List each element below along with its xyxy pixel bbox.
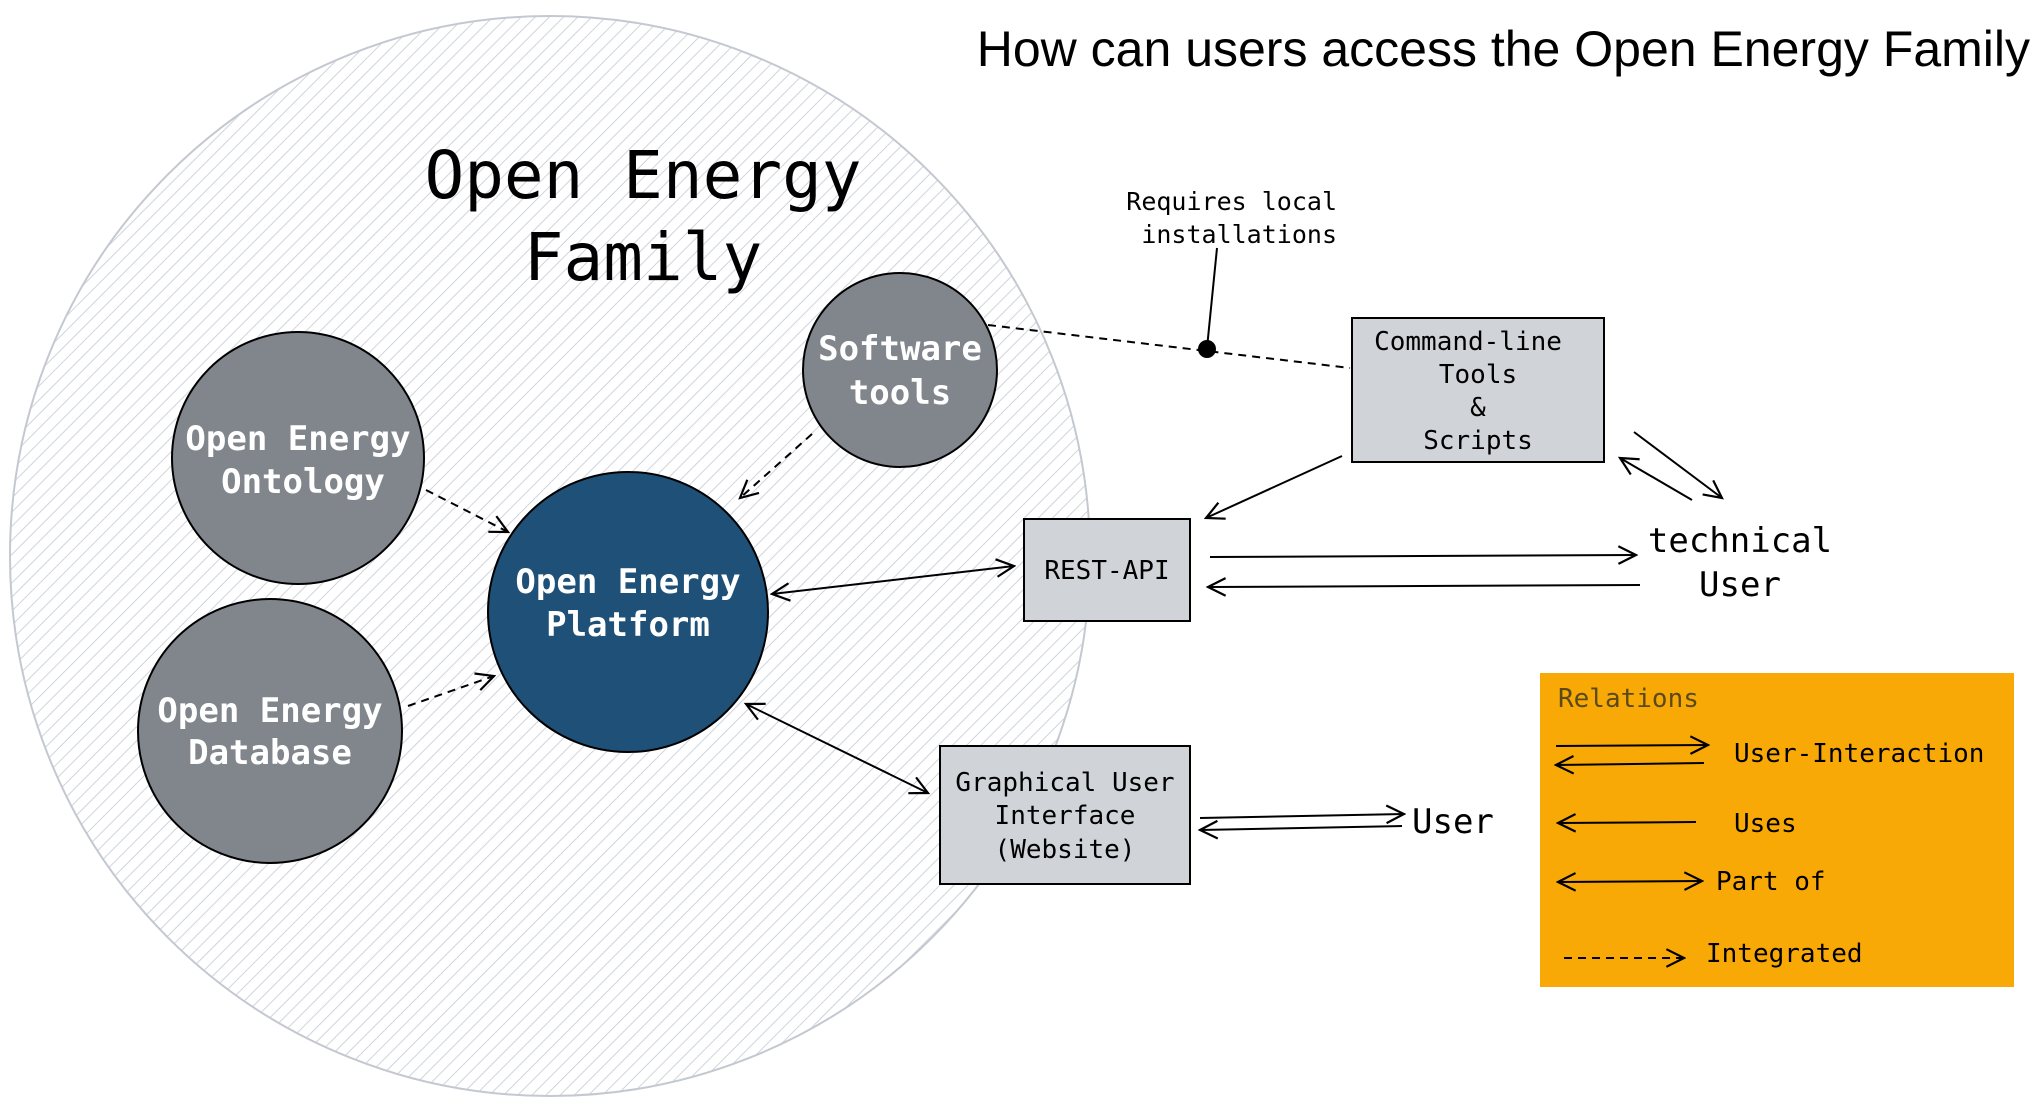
- interaction-arrow-techuser-to-rest: [1208, 585, 1641, 587]
- cli-label-line4: Scripts: [1423, 426, 1533, 456]
- rest-api-box: [1023, 518, 1191, 622]
- integrated-arrow-database: [407, 676, 494, 707]
- interaction-arrow-gui-to-user: [1199, 814, 1404, 818]
- legend-item-uses: Uses: [1734, 809, 1797, 839]
- legend-interaction-arrow-right: [1555, 745, 1708, 746]
- software-tools-label-line1: Software: [818, 329, 982, 369]
- partof-arrow-platform-gui: [746, 704, 928, 793]
- platform-label-line1: Open Energy: [515, 562, 740, 602]
- database-label-line1: Open Energy: [157, 691, 382, 731]
- interaction-arrow-rest-to-techuser: [1209, 555, 1636, 557]
- platform-label-line2: Platform: [546, 605, 710, 645]
- interaction-arrow-cli-to-techuser: [1633, 431, 1722, 498]
- integrated-arrow-software: [740, 433, 813, 498]
- cli-box: [1351, 317, 1605, 463]
- legend: Relations User-Interaction Uses Part of …: [1540, 673, 2014, 987]
- legend-interaction-arrow-left: [1556, 763, 1705, 765]
- page-title: How can users access the Open Energy Fam…: [977, 21, 2030, 77]
- platform-node: [487, 471, 769, 753]
- cli-label-line2: Tools: [1439, 360, 1517, 390]
- legend-partof-arrow: [1558, 881, 1702, 882]
- family-label-line1: Open Energy: [424, 137, 861, 214]
- family-label-line2: Family: [524, 219, 762, 296]
- legend-title: Relations: [1558, 684, 1699, 714]
- ontology-label-line2: Ontology: [221, 462, 385, 502]
- ontology-label-line1: Open Energy: [185, 419, 410, 459]
- uses-arrow-cli-rest: [1206, 455, 1343, 518]
- interaction-arrow-user-to-gui: [1200, 826, 1403, 830]
- legend-item-integrated: Integrated: [1706, 939, 1863, 969]
- gui-label-line1: Graphical User: [955, 768, 1174, 798]
- user-label: User: [1412, 802, 1494, 842]
- note-line1: Requires local: [1126, 187, 1337, 216]
- note-line2: installations: [1141, 220, 1337, 249]
- legend-box: [1540, 673, 2014, 987]
- gui-label-line3: (Website): [995, 835, 1136, 865]
- legend-item-user-interaction: User-Interaction: [1734, 739, 1984, 769]
- cli-label-line3: &: [1470, 393, 1486, 423]
- note-pointer-line: [1206, 247, 1218, 349]
- rest-api-label: REST-API: [1044, 556, 1169, 586]
- database-label-line2: Database: [188, 733, 352, 773]
- interaction-arrow-techuser-to-cli: [1620, 458, 1693, 501]
- cli-label-line1: Command-line: [1374, 327, 1562, 357]
- note-pointer-dot: [1198, 340, 1216, 358]
- software-tools-node: [802, 272, 998, 468]
- legend-item-part-of: Part of: [1716, 867, 1826, 897]
- technical-user-label-line1: technical: [1648, 521, 1832, 561]
- gui-box: [939, 745, 1191, 885]
- partof-arrow-platform-rest: [772, 566, 1014, 594]
- ontology-node: [171, 331, 425, 585]
- local-install-dashed-line: [987, 324, 1351, 369]
- legend-uses-arrow: [1558, 822, 1697, 823]
- software-tools-label-line2: tools: [849, 373, 951, 413]
- gui-label-line2: Interface: [995, 801, 1136, 831]
- integrated-arrow-ontology: [425, 489, 508, 532]
- database-node: [137, 598, 403, 864]
- technical-user-label-line2: User: [1699, 565, 1781, 605]
